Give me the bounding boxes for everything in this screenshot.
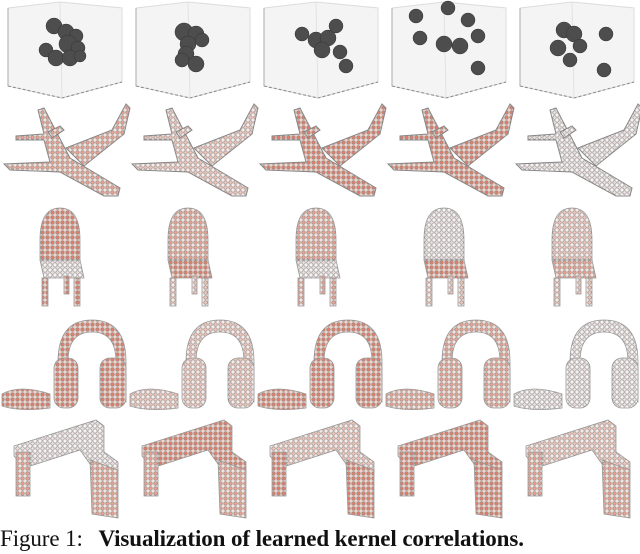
row-headphones bbox=[0, 312, 640, 416]
kernel-panel-3 bbox=[258, 0, 384, 100]
kernel-panel-5 bbox=[514, 0, 640, 100]
kernel-panel-1 bbox=[2, 0, 128, 100]
figure bbox=[0, 0, 640, 520]
row-kernel-points bbox=[0, 0, 640, 100]
headphone-point-clouds bbox=[1, 319, 639, 411]
chair-point-clouds bbox=[39, 207, 597, 307]
airplane-point-clouds bbox=[3, 103, 640, 197]
figure-title: Visualization of learned kernel correlat… bbox=[98, 526, 524, 551]
kernel-sphere-plot bbox=[519, 1, 635, 99]
kernel-sphere-plot bbox=[7, 1, 123, 99]
row-table bbox=[0, 416, 640, 520]
kernel-sphere-plot bbox=[391, 0, 507, 99]
figure-label: Figure 1: bbox=[0, 526, 83, 551]
table-point-clouds bbox=[13, 419, 631, 519]
kernel-panel-2 bbox=[130, 0, 256, 100]
row-airplane bbox=[0, 100, 640, 200]
kernel-sphere-plot bbox=[135, 1, 251, 99]
figure-caption: Figure 1: Visualization of learned kerne… bbox=[0, 526, 640, 552]
kernel-sphere-plot bbox=[263, 1, 379, 99]
kernel-panel-4 bbox=[386, 0, 512, 100]
row-chair bbox=[0, 200, 640, 312]
